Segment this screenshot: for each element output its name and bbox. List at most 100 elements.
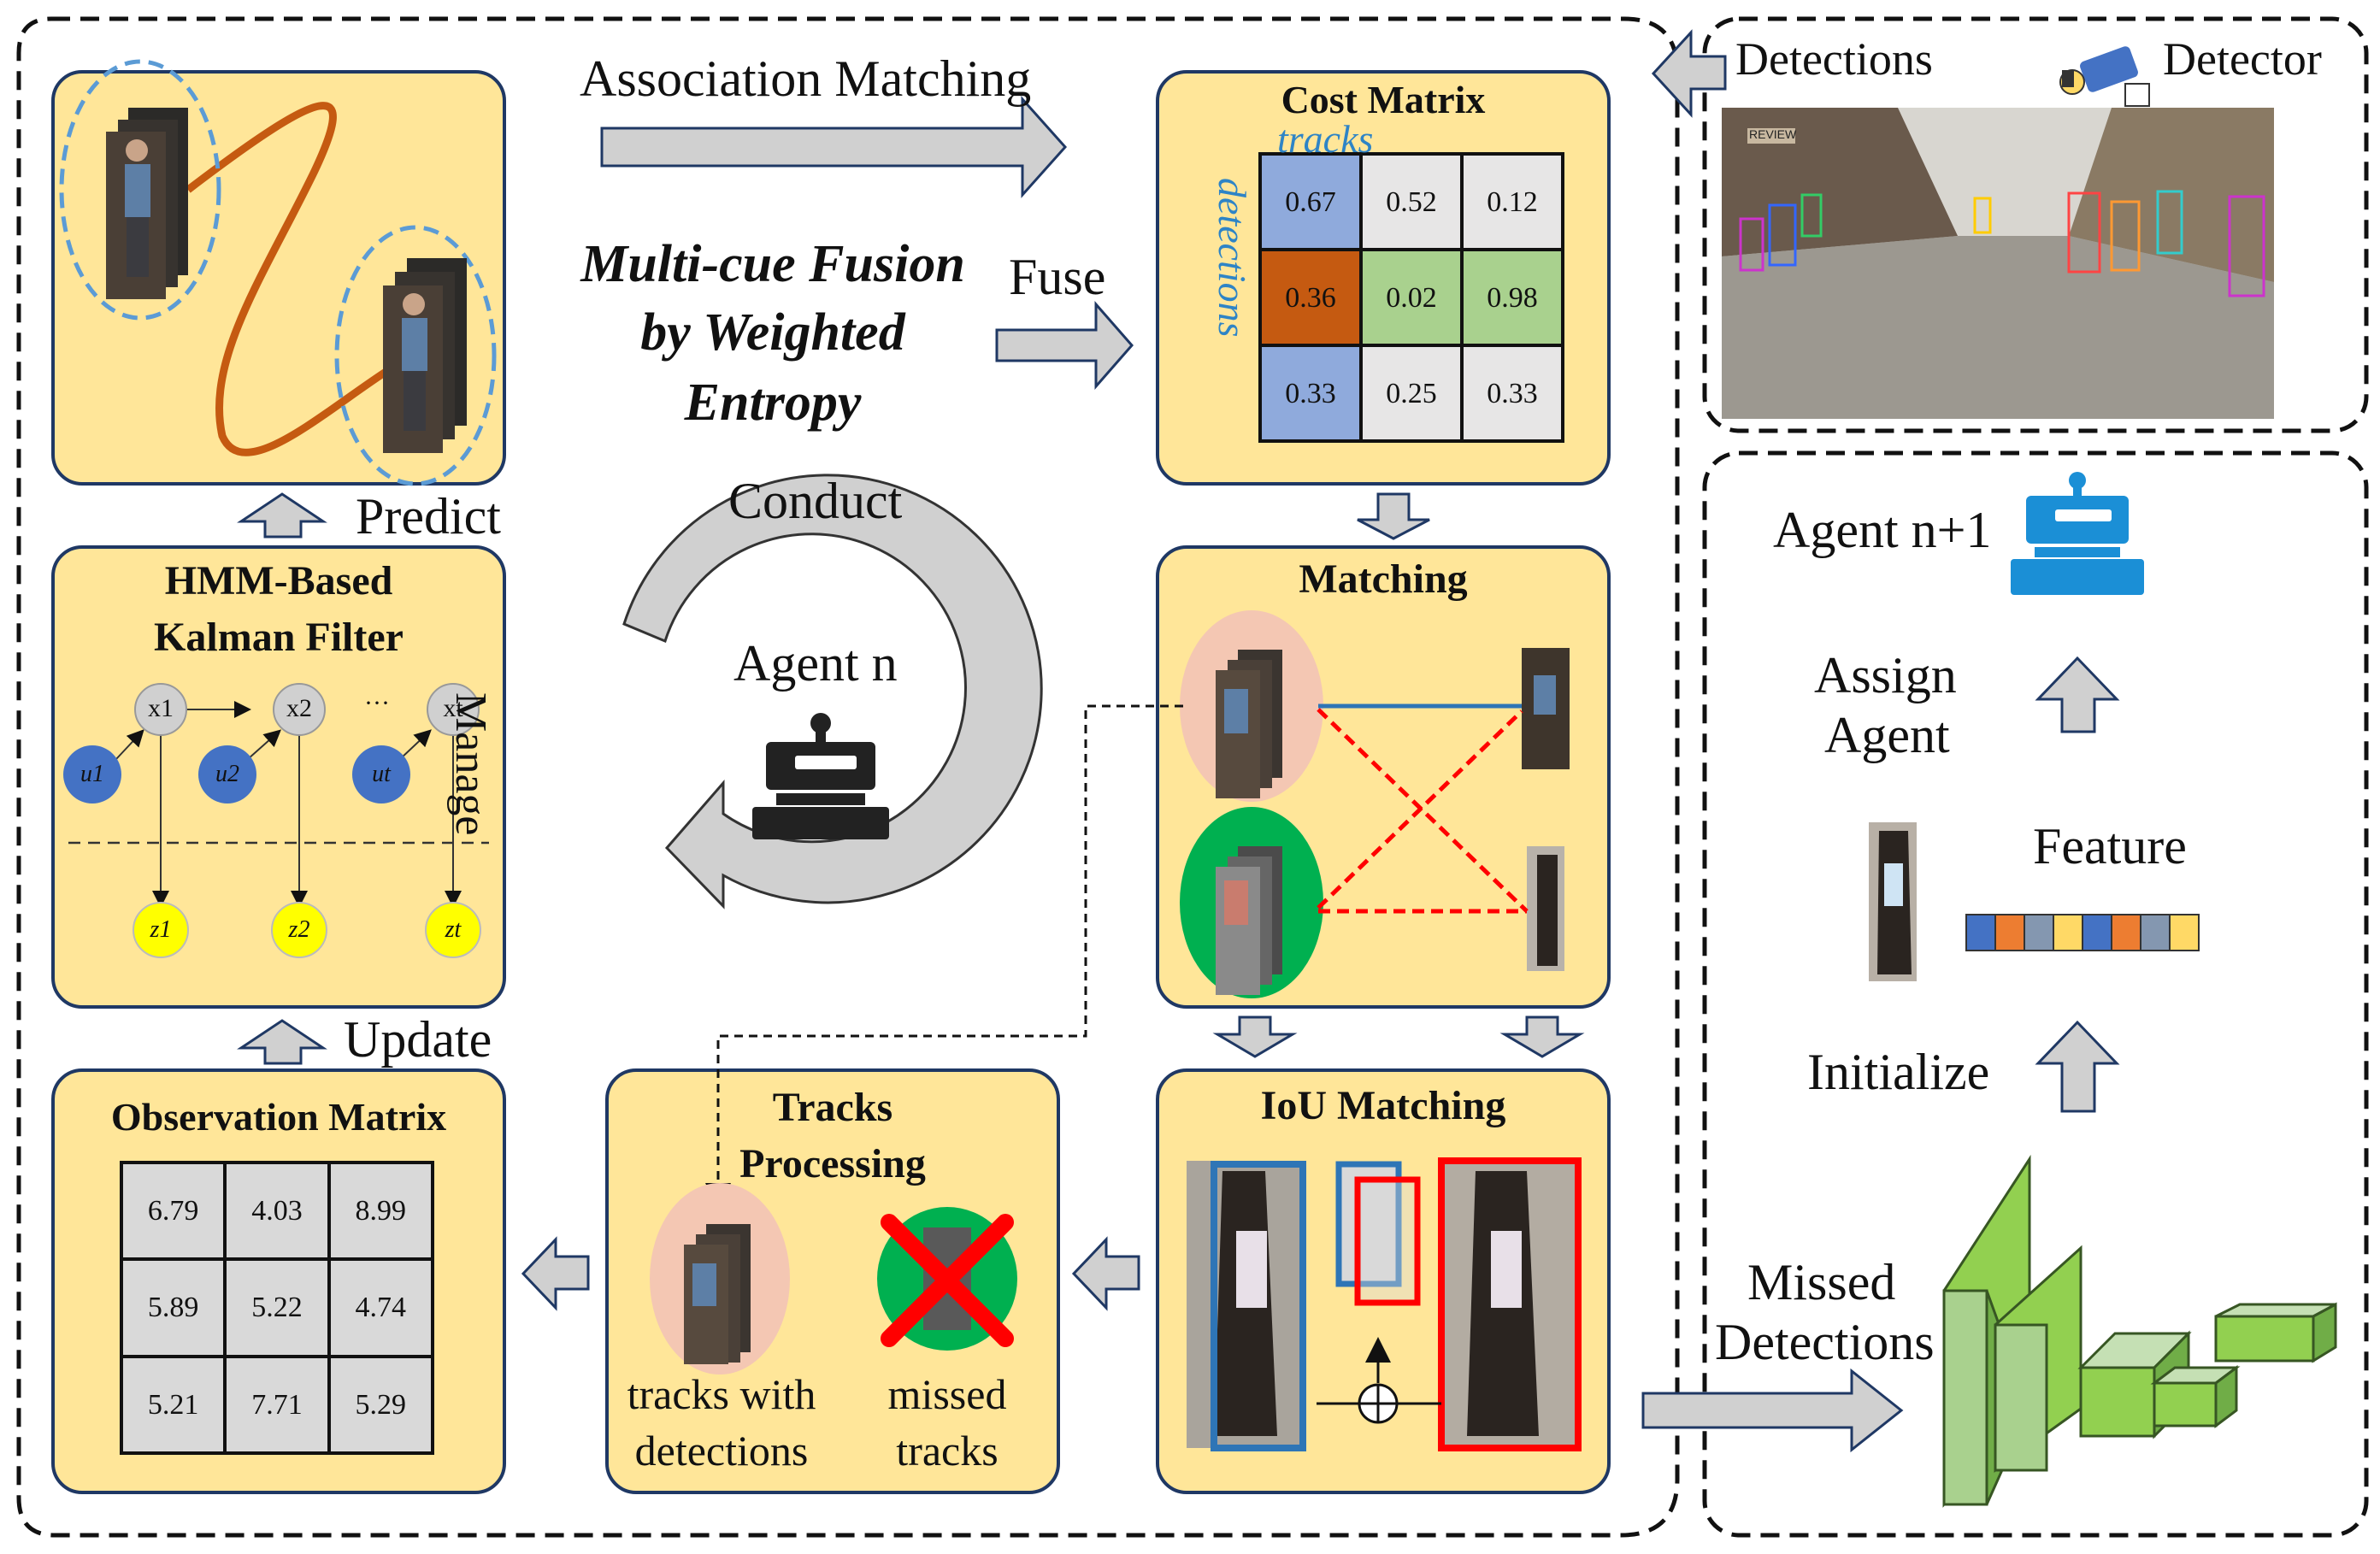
cost-cell-bg — [1258, 344, 1363, 443]
hmm-state-nodes — [134, 683, 480, 736]
observation-matrix-title: Observation Matrix — [110, 1095, 447, 1139]
fuse-arrow — [995, 301, 1134, 390]
assign-label-line2: Agent — [1824, 707, 1950, 763]
observation-grid — [120, 1161, 434, 1455]
fusion-title-line1: Multi-cue Fusion — [580, 235, 965, 293]
tracks-processing-title-line1: Tracks — [772, 1085, 893, 1130]
update-label: Update — [344, 1011, 492, 1068]
iou-matching-title: IoU Matching — [1260, 1083, 1506, 1128]
feature-cell — [2140, 914, 2171, 951]
trajectory-curve — [186, 102, 429, 456]
detections-axis-label: detections — [1211, 178, 1254, 338]
missed-tracks-label-line1: missed — [887, 1370, 1007, 1418]
robot-icon-agent-n — [752, 713, 889, 839]
down-arrow-cost — [1357, 492, 1430, 540]
left-arrow-iou — [1071, 1236, 1140, 1311]
tracks-processing-title-line2: Processing — [739, 1141, 926, 1186]
person-stack-2 — [383, 258, 467, 453]
fusion-title-line2: by Weighted — [640, 303, 905, 362]
left-arrow-tracks — [521, 1236, 590, 1311]
association-arrow — [600, 96, 1068, 198]
camera-icon — [2059, 46, 2150, 107]
predict-arrow — [237, 492, 327, 539]
cost-matrix-title: Cost Matrix — [1281, 78, 1486, 121]
feature-cell — [2169, 914, 2200, 951]
tracks-processing-panel — [605, 1068, 1060, 1494]
flow-arrows — [237, 29, 2120, 1453]
hmm-control-nodes — [63, 745, 410, 803]
association-matching-label: Association Matching — [580, 50, 1032, 107]
conduct-label: Conduct — [728, 473, 903, 529]
down-arrow-match-right — [1499, 1015, 1585, 1058]
observation-cell-value: 7.71 — [251, 1388, 303, 1421]
agent-eye — [2055, 509, 2112, 521]
cost-cell-value: 0.02 — [1386, 282, 1437, 314]
detections-label: Detections — [1735, 33, 1933, 85]
cost-cell-value: 0.12 — [1487, 186, 1538, 218]
hmm-edges — [115, 701, 462, 908]
observation-cell-value: 5.29 — [355, 1388, 406, 1421]
delete-cross-icon — [881, 1214, 1014, 1347]
cost-cell-value: 0.25 — [1386, 378, 1437, 409]
assign-arrow — [2035, 656, 2120, 733]
tracks-with-label-line2: detections — [634, 1427, 809, 1475]
observation-cell-value: 4.74 — [355, 1292, 406, 1324]
assign-label-line1: Assign — [1814, 647, 1957, 703]
feature-cell — [2024, 914, 2054, 951]
observation-cell-value: 5.21 — [147, 1388, 199, 1421]
fuse-label: Fuse — [1009, 249, 1106, 305]
detector-dashed-region — [1702, 16, 2369, 433]
detection-crop-1 — [1522, 648, 1570, 769]
feature-label: Feature — [2033, 818, 2187, 874]
observation-cell-value: 5.22 — [251, 1292, 303, 1324]
state-node-label-t: xt — [443, 694, 463, 722]
cnn-backbone-icon — [1942, 1154, 2337, 1508]
detections-input-arrow — [1651, 29, 1727, 118]
dashed-connector — [705, 704, 1183, 1209]
track-ellipse-2 — [334, 225, 497, 486]
matching-lines — [1317, 703, 1529, 914]
observation-cell-value: 4.03 — [251, 1195, 303, 1227]
observation-node-label-1: z1 — [150, 916, 172, 943]
cost-cell-value: 0.98 — [1487, 282, 1538, 314]
conduct-cycle-arrow — [622, 474, 1043, 909]
iou-crop-right — [1438, 1157, 1582, 1451]
control-node-label-1: u1 — [80, 761, 104, 787]
matching-title: Matching — [1299, 556, 1468, 602]
agent-dashed-region — [1702, 450, 2369, 1538]
matching-person-stack-2 — [1216, 846, 1282, 995]
control-node-label-2: u2 — [215, 761, 239, 787]
agent-next-label: Agent n+1 — [1773, 502, 1992, 558]
update-arrow — [237, 1019, 327, 1065]
fusion-title-line3: Entropy — [684, 374, 862, 432]
detector-label: Detector — [2163, 33, 2322, 85]
feature-cell — [2053, 914, 2083, 951]
robot-icon-agent-next — [2011, 472, 2144, 595]
missed-detections-label-line2: Detections — [1715, 1314, 1935, 1370]
feature-cell — [1994, 914, 2025, 951]
cost-cell-value: 0.52 — [1386, 186, 1437, 218]
state-ellipsis: ··· — [364, 689, 390, 717]
feature-vector — [1965, 914, 2200, 951]
observation-node-label-2: z2 — [288, 916, 310, 943]
main-dashed-region — [16, 16, 1680, 1538]
observation-cell-value: 8.99 — [355, 1195, 406, 1227]
control-node-label-t: ut — [372, 761, 391, 787]
cost-matrix-grid — [1258, 152, 1564, 443]
feature-cell — [1965, 914, 1996, 951]
state-node-label-2: x2 — [286, 694, 312, 722]
iou-combine — [1317, 1337, 1441, 1424]
cost-cell-bg — [1359, 152, 1464, 251]
initialize-arrow — [2035, 1020, 2120, 1113]
down-arrow-match-left — [1212, 1015, 1298, 1058]
observation-node-label-t: zt — [445, 916, 462, 943]
cost-cell-bg — [1460, 344, 1564, 443]
predict-label: Predict — [356, 488, 501, 544]
cost-cell-value: 0.36 — [1285, 282, 1336, 314]
missed-tracks-label-line2: tracks — [896, 1427, 999, 1475]
observation-cell-value: 6.79 — [147, 1195, 199, 1227]
cost-cell-bg — [1359, 344, 1464, 443]
iou-overlap-boxes — [1335, 1161, 1421, 1306]
hmm-title-line2: Kalman Filter — [154, 615, 404, 660]
kept-track-stack — [684, 1224, 751, 1364]
